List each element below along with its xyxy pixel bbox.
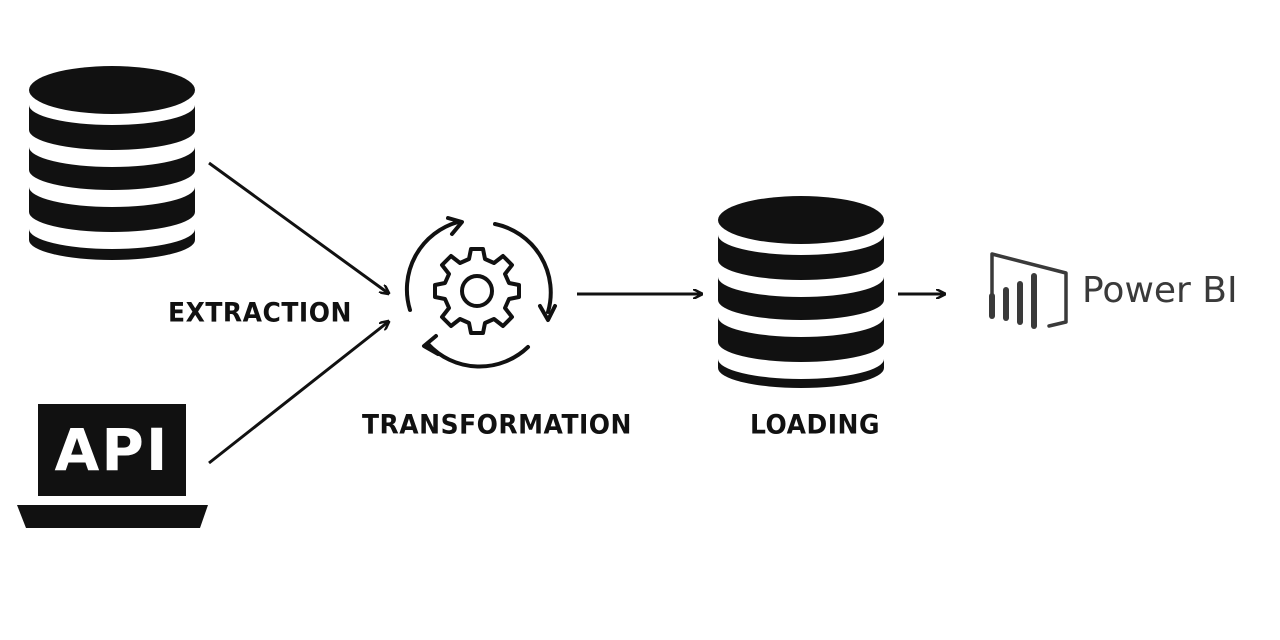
loading-label: LOADING [750, 409, 880, 440]
power-bi-logo [989, 252, 1068, 329]
api-label: API [54, 416, 170, 484]
arrow-database-to-transformation [208, 161, 388, 293]
power-bi-label: Power BI [1082, 270, 1238, 311]
gear-refresh-icon [404, 216, 557, 369]
laptop-icon [17, 404, 208, 528]
target-database-icon [718, 196, 884, 388]
arrow-api-to-transformation [208, 322, 388, 465]
source-database-icon [29, 66, 195, 260]
transformation-label: TRANSFORMATION [362, 409, 632, 440]
extraction-label: EXTRACTION [168, 297, 352, 328]
